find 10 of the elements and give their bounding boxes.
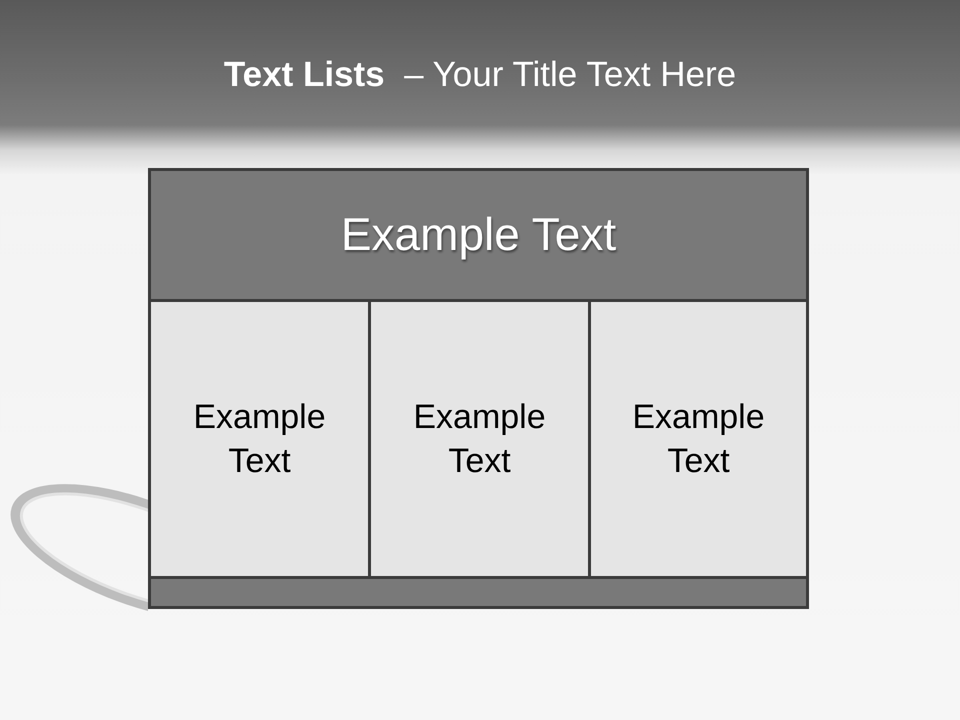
footer-bar xyxy=(148,576,809,609)
content-panel xyxy=(148,299,371,579)
content-panel xyxy=(368,299,591,579)
heading-text: Example Text xyxy=(340,207,616,262)
content-panel xyxy=(588,299,809,579)
body-text: Example Text xyxy=(192,396,327,482)
header-panel xyxy=(148,168,809,302)
body-text: Example Text xyxy=(631,396,766,482)
slide-title: Text Lists – Your Title Text Here xyxy=(224,54,736,96)
body-text: Example Text xyxy=(412,396,547,482)
